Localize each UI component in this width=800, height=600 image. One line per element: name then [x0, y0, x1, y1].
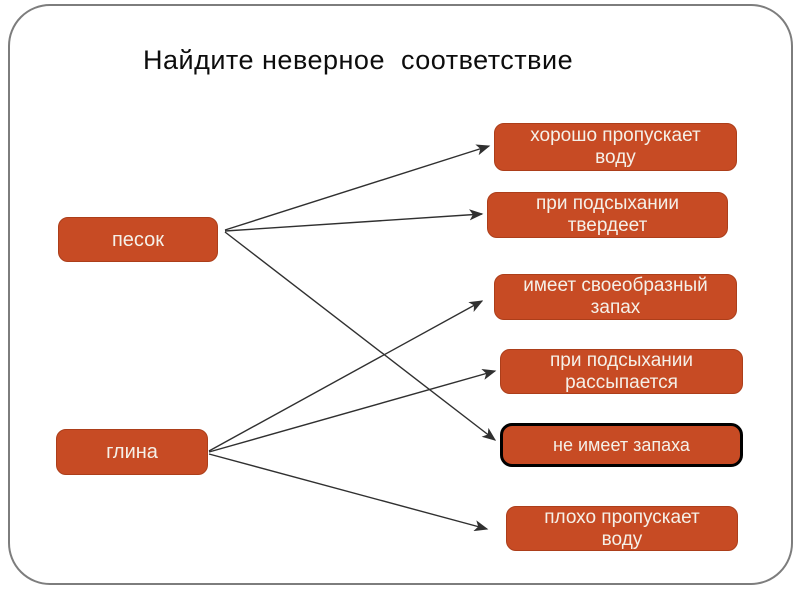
node-has-peculiar-smell[interactable]: имеет своеобразный запах	[494, 274, 737, 320]
node-hardens-when-drying[interactable]: при подсыхании твердеет	[487, 192, 728, 238]
node-pesok[interactable]: песок	[58, 217, 218, 262]
node-has-no-smell-highlighted[interactable]: не имеет запаха	[500, 423, 743, 467]
node-passes-water-poorly[interactable]: плохо пропускает воду	[506, 506, 738, 551]
slide-title: Найдите неверное соответствие	[143, 45, 574, 75]
node-crumbles-when-drying[interactable]: при подсыхании рассыпается	[500, 349, 743, 394]
node-passes-water-well[interactable]: хорошо пропускает воду	[494, 123, 737, 171]
node-glina[interactable]: глина	[56, 429, 208, 475]
